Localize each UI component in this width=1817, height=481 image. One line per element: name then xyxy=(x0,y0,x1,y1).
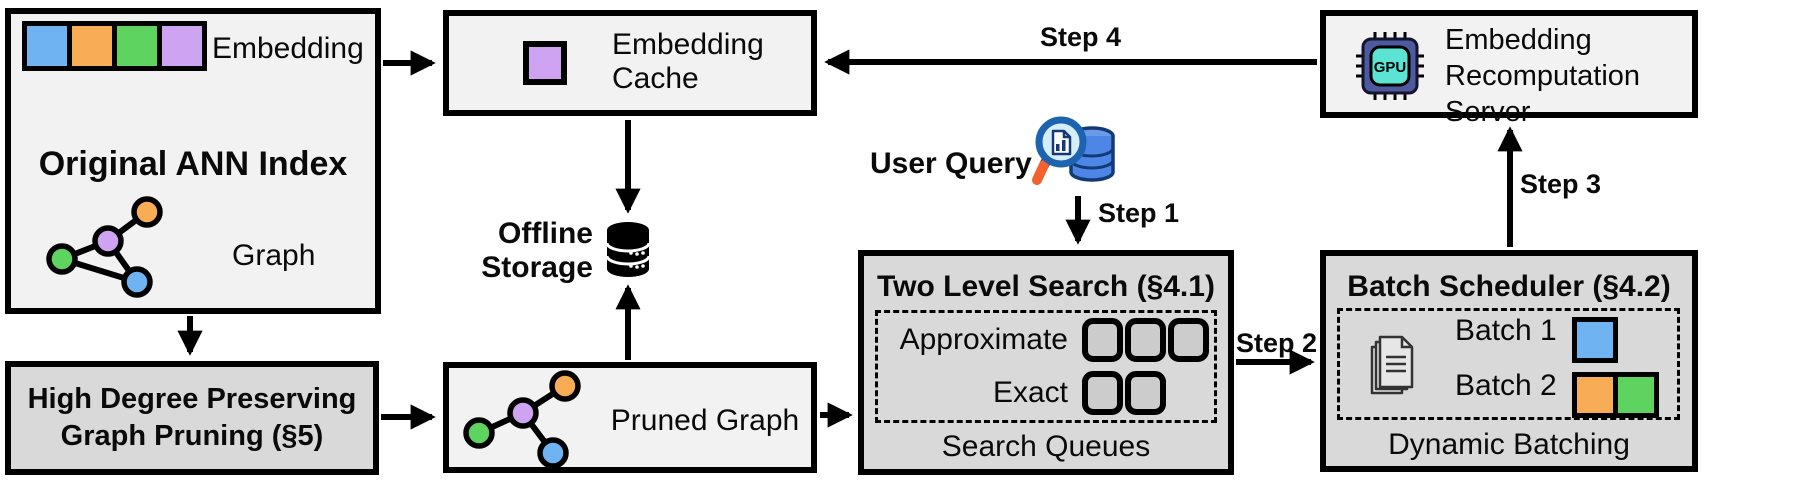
batch-swatch-blue xyxy=(1577,322,1613,358)
step1-label: Step 1 xyxy=(1098,198,1180,228)
queue-slot xyxy=(1082,371,1123,416)
gpu-chip-label: GPU xyxy=(1374,59,1407,76)
embedding-swatch-purple xyxy=(162,26,202,66)
pruned-graph-icon xyxy=(463,370,581,469)
recomputation-server-title: Embedding Recomputation Server xyxy=(1445,24,1641,128)
exact-label: Exact xyxy=(992,376,1068,410)
queue-slot xyxy=(1168,317,1209,362)
graph-pruning-box: High Degree Preserving Graph Pruning (§5… xyxy=(5,361,379,475)
embedding-swatch-orange xyxy=(72,26,112,66)
cached-embedding-swatch-purple xyxy=(523,41,567,85)
step4-label: Step 4 xyxy=(1040,22,1122,52)
exact-queue-row: Exact xyxy=(878,367,1214,421)
dynamic-batching-panel xyxy=(1337,308,1680,420)
dynamic-batching-caption: Dynamic Batching xyxy=(1388,428,1630,461)
pruned-graph-title: Pruned Graph xyxy=(610,404,800,437)
embedding-cache-title: Embedding Cache xyxy=(612,28,764,95)
documents-icon xyxy=(1370,335,1414,395)
embedding-vector-icon xyxy=(22,21,207,71)
step3-label: Step 3 xyxy=(1520,169,1602,199)
graph-icon xyxy=(46,196,163,298)
gpu-chip-icon: GPU xyxy=(1356,32,1424,100)
two-level-search-title: Two Level Search (§4.1) xyxy=(877,270,1215,303)
batch2-swatches xyxy=(1572,372,1659,418)
original-ann-index-title: Original ANN Index xyxy=(38,145,348,183)
batch-swatch-green xyxy=(1618,377,1654,413)
batch-scheduler-title: Batch Scheduler (§4.2) xyxy=(1347,270,1671,303)
batch1-label: Batch 1 xyxy=(1455,314,1557,347)
batch2-label: Batch 2 xyxy=(1455,369,1557,402)
queue-slot xyxy=(1125,371,1166,416)
offline-storage-label: Offline Storage xyxy=(481,217,593,284)
embedding-swatch-blue xyxy=(27,26,67,66)
batch-scheduler-box: Batch Scheduler (§4.2) Batch 1 Batch 2 D… xyxy=(1320,250,1698,472)
embedding-swatch-green xyxy=(117,26,157,66)
batch1-swatches xyxy=(1572,317,1618,363)
approximate-queue-row: Approximate xyxy=(878,313,1214,367)
database-icon xyxy=(605,222,651,277)
embedding-label: Embedding xyxy=(212,32,364,65)
exact-queue-slots xyxy=(1082,371,1166,416)
approximate-label: Approximate xyxy=(899,322,1068,356)
step2-label: Step 2 xyxy=(1236,328,1318,358)
queue-slot xyxy=(1082,317,1123,362)
batch-swatch-orange xyxy=(1577,377,1613,413)
two-level-search-box: Two Level Search (§4.1) Approximate Exac… xyxy=(858,250,1234,475)
original-ann-index-box: Embedding Original ANN Index Graph xyxy=(5,8,381,314)
user-query-label: User Query xyxy=(870,147,1032,180)
recomputation-server-box: GPU Embedding Recomputation Server xyxy=(1320,10,1698,128)
search-queues-caption: Search Queues xyxy=(941,430,1151,463)
graph-pruning-title: High Degree Preserving Graph Pruning (§5… xyxy=(27,383,357,452)
query-search-database-icon xyxy=(1032,116,1115,185)
graph-label: Graph xyxy=(232,239,316,272)
search-queues-panel: Approximate Exact xyxy=(875,310,1217,423)
queue-slot xyxy=(1125,317,1166,362)
pruned-graph-box: Pruned Graph xyxy=(443,362,817,473)
approximate-queue-slots xyxy=(1082,317,1209,362)
embedding-cache-box: Embedding Cache xyxy=(443,10,817,116)
